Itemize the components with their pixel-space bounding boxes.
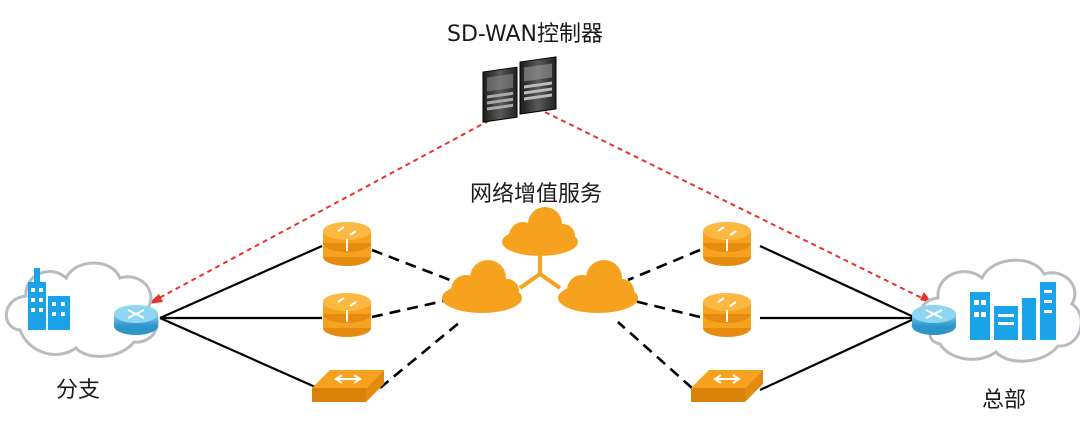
building-icon [970, 282, 1056, 340]
overlay-link-r2 [629, 298, 701, 319]
link-hq-switch [759, 317, 917, 391]
router-stack-icon [323, 222, 751, 337]
branch-label: 分支 [56, 378, 101, 403]
service-cloud-right [558, 260, 638, 313]
hq-site [912, 258, 1080, 363]
link-hq-core1 [759, 245, 917, 319]
core-router-left-1 [323, 222, 371, 266]
link-branch-switch [159, 316, 323, 392]
overlay-links [371, 248, 701, 390]
branch-site [4, 261, 159, 358]
switch-left [312, 370, 384, 402]
core-router-right-2 [703, 293, 751, 337]
overlay-link-l3 [379, 320, 461, 390]
link-branch-core1 [159, 244, 323, 320]
building-icon [28, 268, 70, 330]
cloud-connector [518, 256, 562, 290]
router-icon [912, 305, 956, 335]
overlay-link-r1 [627, 248, 701, 282]
core-router-left-2 [323, 293, 371, 337]
underlay-links [159, 244, 917, 392]
switch-right [691, 370, 763, 402]
service-cloud-top [502, 207, 578, 256]
value-added-label: 网络增值服务 [470, 182, 603, 207]
control-link-branch [147, 111, 506, 305]
overlay-link-l1 [371, 248, 451, 282]
controller-label: SD-WAN控制器 [447, 22, 604, 47]
hq-label: 总部 [982, 388, 1027, 413]
server-icon [482, 56, 557, 123]
cloud-icon [442, 207, 638, 313]
core-router-right-1 [703, 222, 751, 266]
overlay-link-r3 [617, 321, 693, 389]
switch-icon [312, 370, 763, 402]
service-cloud-left [442, 260, 522, 313]
overlay-link-l2 [371, 298, 449, 319]
router-icon [114, 305, 158, 335]
